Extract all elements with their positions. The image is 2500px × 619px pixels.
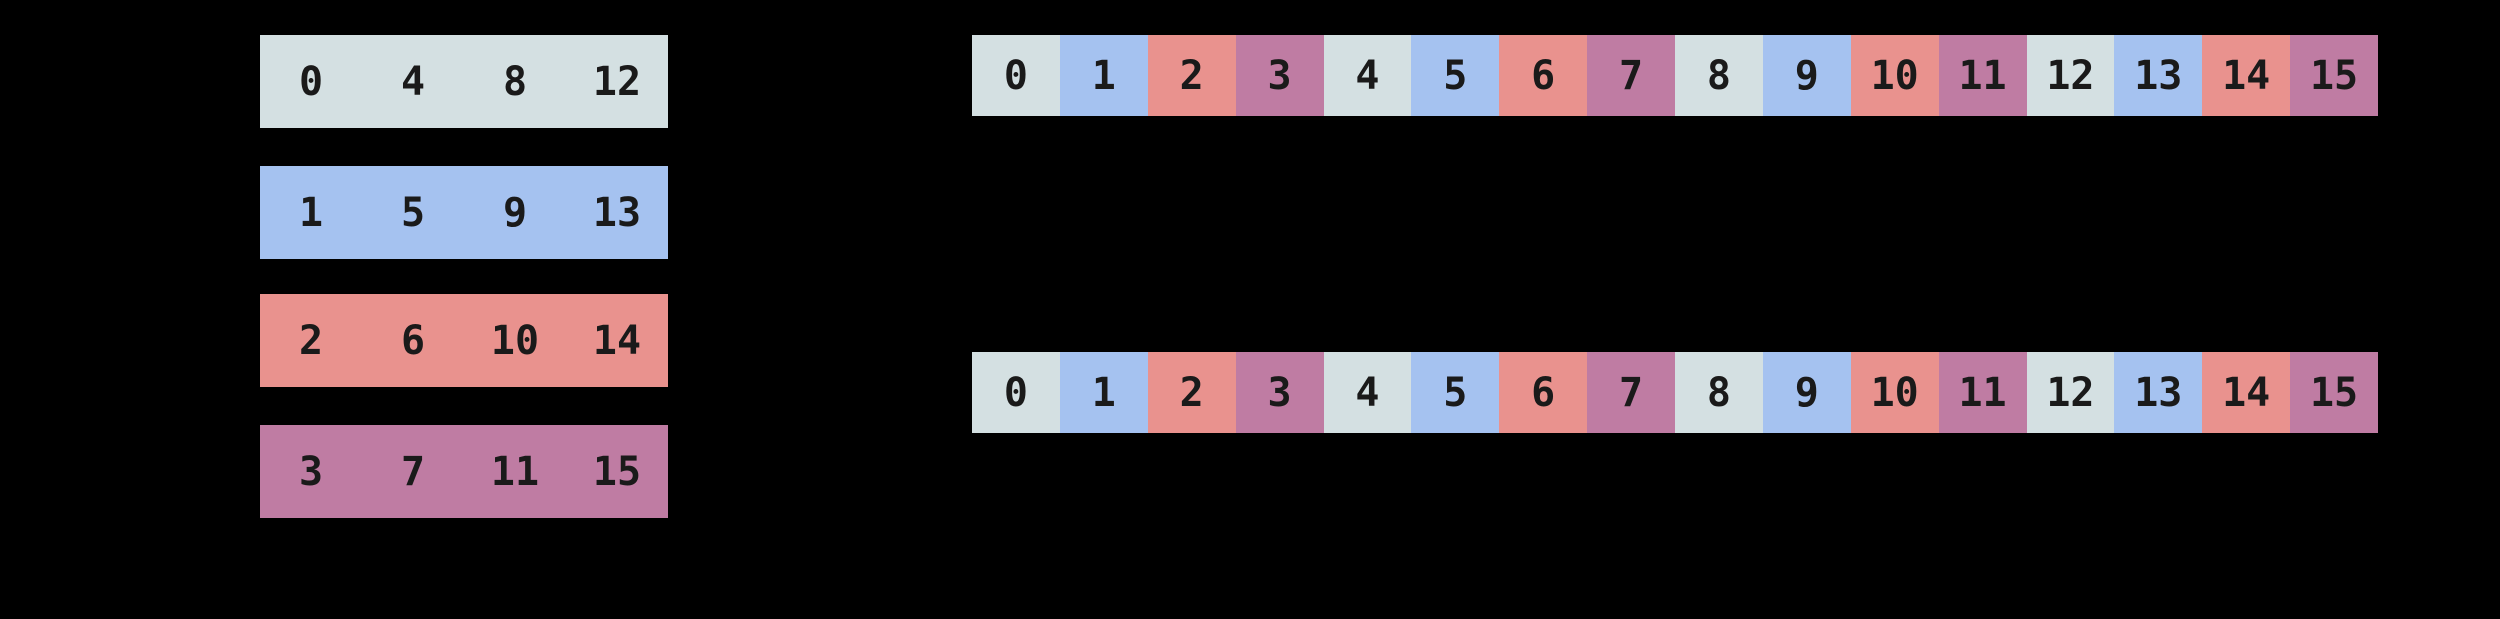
memory-cell: 0	[972, 352, 1060, 433]
matrix-cell: 5	[400, 189, 426, 236]
memory-cell: 14	[2202, 352, 2291, 433]
memory-cell: 1	[1059, 352, 1148, 433]
matrix-cell: 15	[592, 448, 642, 495]
matrix-row-2: 2 6 10 14	[260, 294, 668, 387]
memory-cell: 8	[1675, 35, 1763, 116]
memory-cell: 11	[1938, 35, 2027, 116]
matrix-cell: 14	[592, 317, 642, 364]
memory-cell: 10	[1850, 35, 1939, 116]
matrix-row-0: 0 4 8 12	[260, 35, 668, 128]
memory-cell: 2	[1147, 35, 1236, 116]
memory-cell: 11	[1938, 352, 2027, 433]
memory-cell: 14	[2202, 35, 2291, 116]
matrix-cell: 3	[298, 448, 324, 495]
matrix-cell: 6	[400, 317, 426, 364]
memory-cell: 5	[1411, 35, 1500, 116]
memory-cell: 4	[1323, 35, 1412, 116]
memory-cell: 15	[2290, 35, 2378, 116]
matrix-cell: 11	[490, 448, 540, 495]
memory-cell: 2	[1147, 352, 1236, 433]
matrix-cell: 2	[298, 317, 324, 364]
memory-cell: 7	[1587, 352, 1675, 433]
memory-cell: 10	[1850, 352, 1939, 433]
memory-cell: 0	[972, 35, 1060, 116]
memory-cell: 13	[2114, 352, 2203, 433]
memory-cell: 3	[1235, 35, 1324, 116]
matrix-cell: 9	[502, 189, 528, 236]
memory-cell: 9	[1762, 352, 1851, 433]
matrix-cell: 12	[592, 58, 642, 105]
memory-cell: 9	[1762, 35, 1851, 116]
matrix-cell: 13	[592, 189, 642, 236]
memory-cell: 7	[1587, 35, 1675, 116]
matrix-row-1: 1 5 9 13	[260, 166, 668, 259]
matrix-cell: 7	[400, 448, 426, 495]
matrix-cell: 0	[298, 58, 324, 105]
memory-cell: 12	[2026, 352, 2115, 433]
memory-cell: 1	[1059, 35, 1148, 116]
memory-cell: 4	[1323, 352, 1412, 433]
memory-cell: 12	[2026, 35, 2115, 116]
matrix-row-3: 3 7 11 15	[260, 425, 668, 518]
memory-cell: 6	[1499, 35, 1588, 116]
memory-cell: 8	[1675, 352, 1763, 433]
memory-cell: 3	[1235, 352, 1324, 433]
matrix-cell: 1	[298, 189, 324, 236]
matrix-cell: 4	[400, 58, 426, 105]
matrix-cell: 8	[502, 58, 528, 105]
memory-cell: 6	[1499, 352, 1588, 433]
memory-cell: 13	[2114, 35, 2203, 116]
memory-cell: 5	[1411, 352, 1500, 433]
matrix-cell: 10	[490, 317, 540, 364]
memory-cell: 15	[2290, 352, 2378, 433]
